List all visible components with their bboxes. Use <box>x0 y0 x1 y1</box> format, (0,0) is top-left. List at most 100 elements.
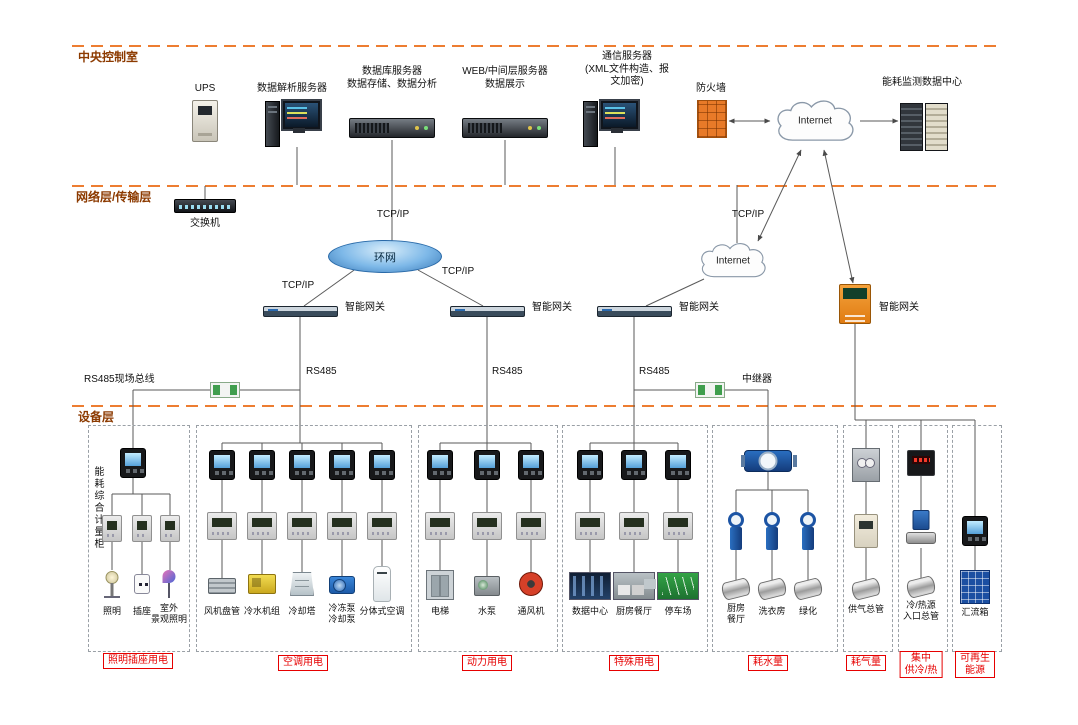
server-tower <box>265 101 280 147</box>
item-label: 停车场 <box>664 606 692 616</box>
gateway-device-3 <box>597 306 672 317</box>
gateway-device-1 <box>263 306 338 317</box>
database-server-label: 数据库服务器 数据存储、数据分析 <box>347 66 437 90</box>
firewall-device <box>697 100 727 138</box>
parse-server-device <box>265 99 322 147</box>
gateway-device-4 <box>839 284 871 324</box>
lamp-icon <box>104 570 120 598</box>
gas-meter <box>852 448 880 482</box>
metering-cabinet-label: 能耗综合计量柜 <box>92 466 103 550</box>
item-label: 分体式空调 <box>359 606 405 616</box>
power-meter <box>329 450 355 480</box>
energy-datacenter-device <box>900 103 950 151</box>
energy-module <box>663 512 693 540</box>
cloud-icon <box>701 243 766 278</box>
server-rack <box>900 103 923 151</box>
power-meter <box>369 450 395 480</box>
internet-cloud-top: Internet <box>770 98 860 150</box>
power-meter <box>120 448 146 478</box>
power-meter <box>665 450 691 480</box>
group-tag-water: 耗水量 <box>748 655 788 671</box>
separator-device <box>72 405 1000 407</box>
power-meter <box>249 450 275 480</box>
landscape-light-icon <box>161 570 177 598</box>
group-box-special <box>562 425 708 652</box>
tcpip-label: TCP/IP <box>441 266 475 277</box>
power-meter <box>289 450 315 480</box>
energy-module <box>207 512 237 540</box>
item-label: 风机盘管 <box>203 606 241 616</box>
group-box-gas <box>843 425 893 652</box>
gateway-label: 智能网关 <box>679 302 719 313</box>
energy-module <box>247 512 277 540</box>
water-meter <box>727 512 745 550</box>
gas-module <box>854 514 878 548</box>
web-server-label: WEB/中间层服务器 数据展示 <box>462 66 548 90</box>
group-tag-heating: 集中 供冷/热 <box>899 651 943 678</box>
energy-module <box>160 515 180 542</box>
layer-label-central-control: 中央控制室 <box>78 50 139 64</box>
firewall-label: 防火墙 <box>696 83 726 94</box>
cooling-tower-icon <box>290 572 314 596</box>
chiller-icon <box>248 574 276 594</box>
gateway-device-2 <box>450 306 525 317</box>
water-meter <box>799 512 817 550</box>
group-tag-special: 特殊用电 <box>609 655 659 671</box>
server-tower <box>583 101 598 147</box>
item-label: 供气总管 <box>847 604 885 614</box>
energy-module <box>132 515 152 542</box>
item-label: 冷冻泵 冷却泵 <box>328 603 356 625</box>
power-meter <box>962 516 988 546</box>
ups-device <box>192 100 218 142</box>
web-server-device <box>462 118 548 138</box>
energy-module <box>102 515 122 542</box>
comm-server-device <box>583 99 640 147</box>
gateway-label: 智能网关 <box>879 302 919 313</box>
separator-network <box>72 185 1000 187</box>
power-meter <box>427 450 453 480</box>
elevator-icon <box>426 570 454 600</box>
internet-label: Internet <box>798 115 832 127</box>
rs485-bus-label: RS485现场总线 <box>84 374 155 385</box>
energy-module <box>472 512 502 540</box>
flow-meter <box>906 510 936 548</box>
item-label: 水泵 <box>477 606 497 616</box>
solar-panel-icon <box>960 570 990 604</box>
item-label: 厨房 餐厅 <box>726 603 746 625</box>
datacenter-photo-icon <box>569 572 611 600</box>
switch-device <box>174 199 236 213</box>
ring-network: 环网 <box>328 240 442 273</box>
server-rack <box>925 103 948 151</box>
energy-module <box>516 512 546 540</box>
power-meter <box>577 450 603 480</box>
socket-icon <box>134 574 150 594</box>
split-ac-icon <box>373 566 391 602</box>
item-label: 冷水机组 <box>243 606 281 616</box>
energy-module <box>367 512 397 540</box>
ups-label: UPS <box>194 83 216 94</box>
fan-coil-icon <box>208 578 236 594</box>
cloud-icon <box>777 100 854 141</box>
power-meter <box>621 450 647 480</box>
pump-icon <box>329 576 355 594</box>
energy-datacenter-label: 能耗监测数据中心 <box>882 77 962 88</box>
group-tag-lighting: 照明插座用电 <box>103 653 173 669</box>
item-label: 室外 景观照明 <box>150 603 188 625</box>
rs485-label: RS485 <box>306 366 337 377</box>
group-tag-renewable: 可再生 能源 <box>955 651 995 678</box>
energy-module <box>619 512 649 540</box>
group-tag-hvac: 空调用电 <box>278 655 328 671</box>
parking-photo-icon <box>657 572 699 600</box>
item-label: 插座 <box>132 606 152 616</box>
layer-label-network: 网络层/传输层 <box>76 190 152 204</box>
item-label: 通风机 <box>517 606 545 616</box>
monitor-stand <box>611 128 623 133</box>
repeater-label: 中继器 <box>742 374 772 385</box>
group-tag-power: 动力用电 <box>462 655 512 671</box>
tcpip-label: TCP/IP <box>281 280 315 291</box>
rs485-label: RS485 <box>639 366 670 377</box>
item-label: 冷/热源 入口总管 <box>902 600 940 622</box>
group-tag-gas: 耗气量 <box>846 655 886 671</box>
internet-label: Internet <box>716 255 750 267</box>
